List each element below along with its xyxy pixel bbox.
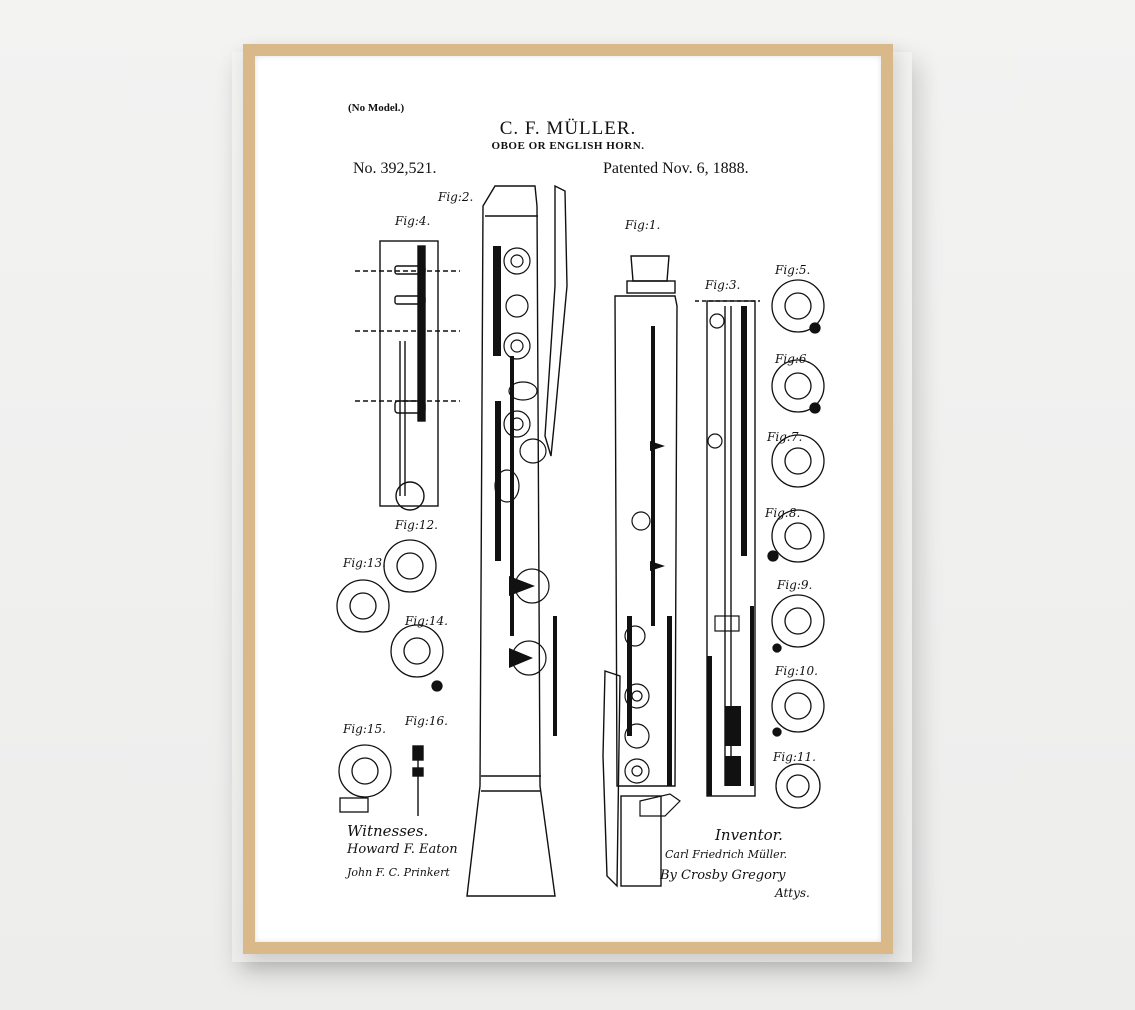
fig14-label: Fig:14. <box>405 614 448 628</box>
fig5-11-key-rings <box>767 279 825 809</box>
fig2-oboe-body <box>466 184 568 897</box>
fig6-label: Fig:6. <box>775 352 811 366</box>
witness-1-signature: Howard F. Eaton <box>347 842 458 857</box>
ring-fig8 <box>767 509 825 563</box>
ring-fig6 <box>771 359 825 414</box>
fig7-label: Fig:7. <box>767 430 803 444</box>
patent-print: (No Model.) C. F. MÜLLER. OBOE OR ENGLIS… <box>255 56 881 942</box>
fig16-label: Fig:16. <box>405 714 448 728</box>
witness-2-signature: John F. C. Prinkert <box>347 866 450 879</box>
attys-label: Attys. <box>775 886 810 900</box>
ring-fig9 <box>771 594 825 653</box>
patent-title: OBOE OR ENGLISH HORN. <box>491 140 645 152</box>
fig3-mechanism <box>695 300 760 797</box>
fig12-label: Fig:12. <box>395 518 438 532</box>
fig10-label: Fig:10. <box>775 664 818 678</box>
fig1-oboe <box>602 255 681 888</box>
by-line: By Crosby Gregory <box>660 868 786 883</box>
fig8-label: Fig:8. <box>765 506 801 520</box>
fig13-label: Fig:13. <box>343 556 386 570</box>
inventor-name-heading: C. F. MÜLLER. <box>499 118 637 139</box>
fig15-label: Fig:15. <box>343 722 386 736</box>
patent-date: Patented Nov. 6, 1888. <box>603 160 749 177</box>
witnesses-label: Witnesses. <box>347 822 429 840</box>
fig11-label: Fig:11. <box>773 750 816 764</box>
inventor-signature: Carl Friedrich Müller. <box>665 848 788 861</box>
fig4-label: Fig:4. <box>395 214 431 228</box>
ring-fig11 <box>775 763 821 809</box>
patent-number: No. 392,521. <box>353 160 437 177</box>
patent-drawing <box>336 184 825 897</box>
fig16-drawing <box>412 745 424 816</box>
ring-fig5 <box>771 279 825 334</box>
no-model-note: (No Model.) <box>348 102 405 114</box>
fig5-label: Fig:5. <box>775 263 811 277</box>
fig12-15-key-rings <box>336 539 444 813</box>
fig9-label: Fig:9. <box>777 578 813 592</box>
inventor-label: Inventor. <box>715 826 783 844</box>
fig1-label: Fig:1. <box>625 218 661 232</box>
fig2-label: Fig:2. <box>438 190 474 204</box>
fig3-label: Fig:3. <box>705 278 741 292</box>
wooden-frame: (No Model.) C. F. MÜLLER. OBOE OR ENGLIS… <box>243 44 893 954</box>
ring-fig7 <box>771 434 825 488</box>
ring-fig10 <box>771 679 825 737</box>
fig4-drawing <box>355 240 460 511</box>
